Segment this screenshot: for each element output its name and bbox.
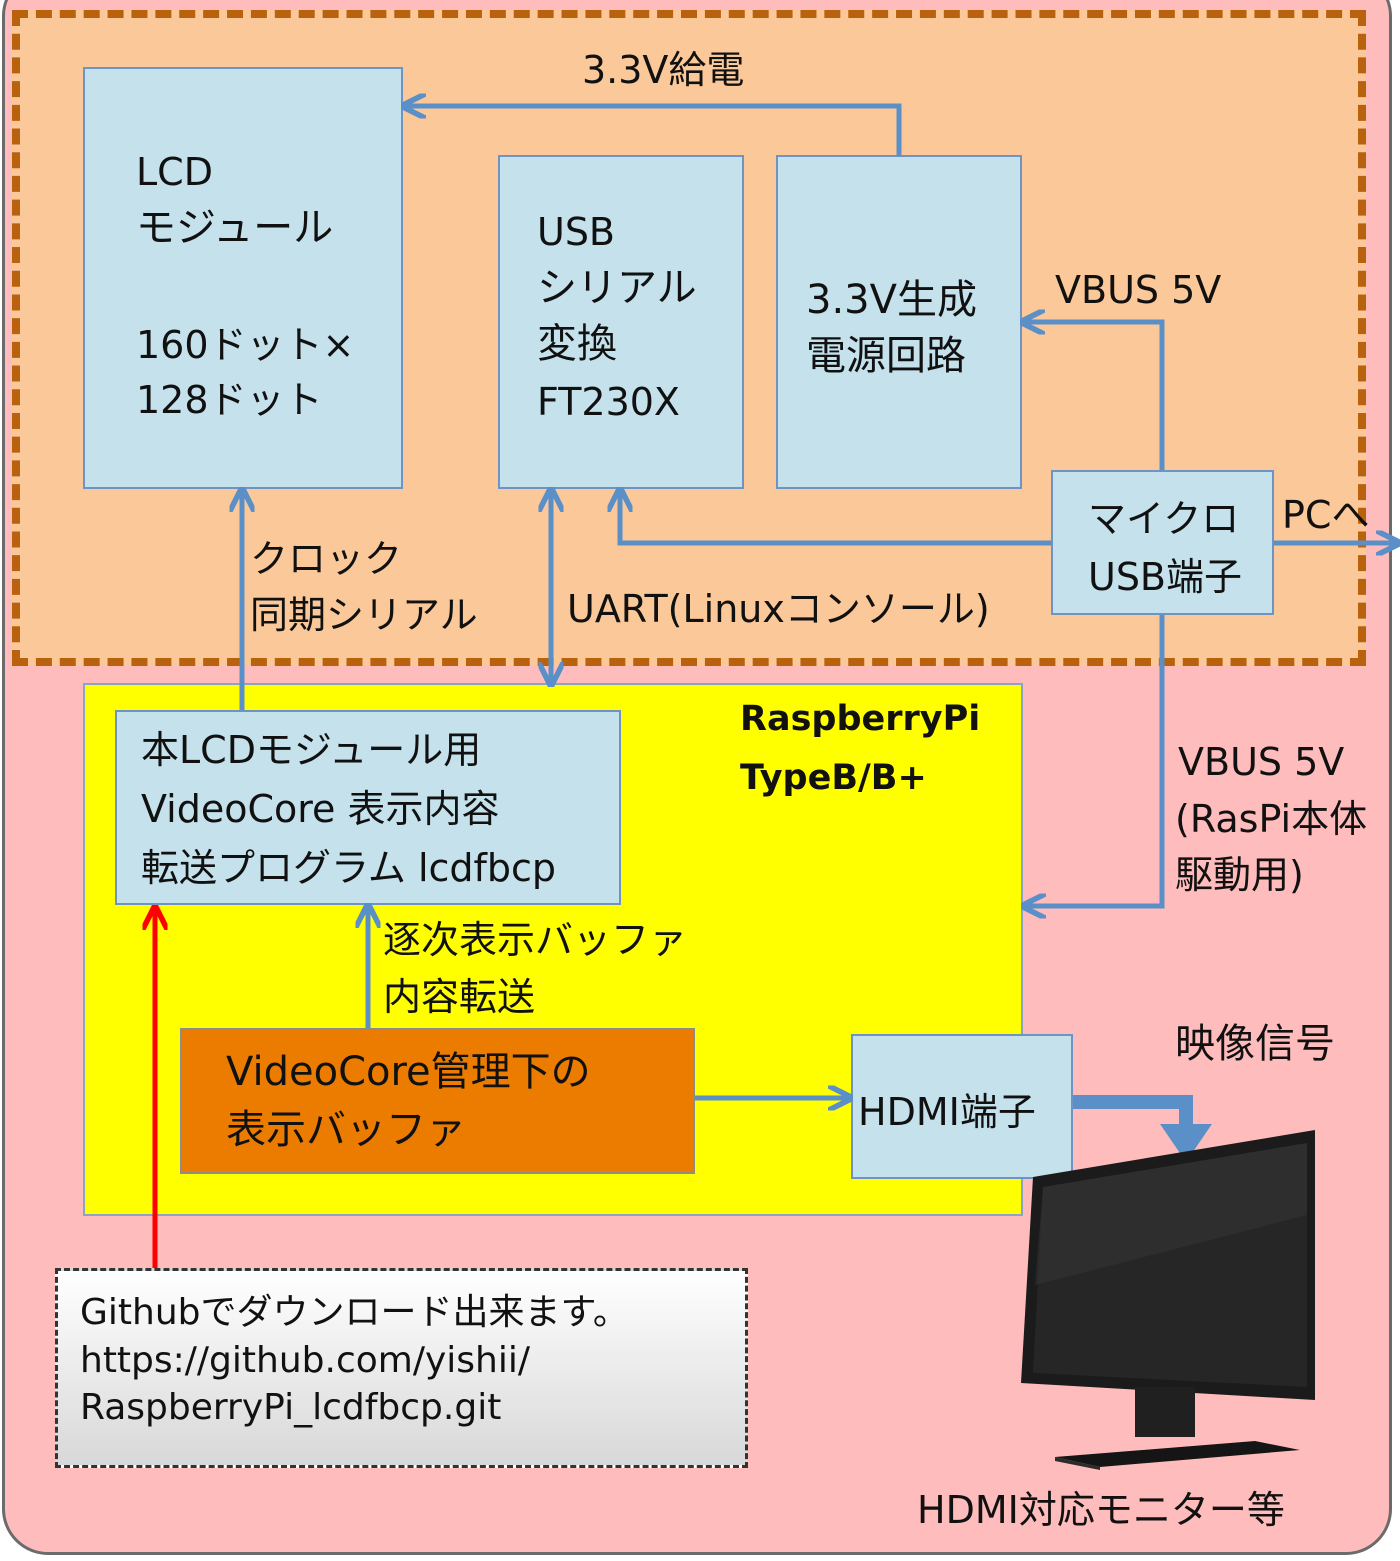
transfer-label-line2: 内容転送 (383, 975, 536, 1019)
clock-label-line2: 同期シリアル (250, 593, 478, 637)
vbus-top-arrow (1025, 322, 1165, 470)
display-buffer-line1: VideoCore管理下の (226, 1049, 591, 1095)
lcd-module-line1: LCD (136, 150, 213, 194)
uart-label: UART(Linuxコンソール) (567, 587, 990, 631)
program-line2: VideoCore 表示内容 (141, 787, 500, 831)
clock-label-line1: クロック (250, 537, 403, 581)
lcd-module-line3: 160ドット× (136, 323, 355, 367)
vbus-bottom-line1: VBUS 5V (1178, 740, 1345, 784)
github-note-line2: https://github.com/yishii/ (80, 1339, 530, 1381)
github-note-line3: RaspberryPi_lcdfbcp.git (80, 1387, 502, 1429)
program-line3: 転送プログラム lcdfbcp (141, 846, 557, 890)
monitor-label: HDMI対応モニター等 (917, 1488, 1285, 1532)
video-signal-label: 映像信号 (1175, 1021, 1335, 1067)
vbus-top-label: VBUS 5V (1055, 268, 1222, 312)
display-buffer-line2: 表示バッファ (226, 1107, 466, 1153)
program-line1: 本LCDモジュール用 (141, 728, 482, 772)
power-circuit-box (776, 155, 1022, 489)
vbus-bottom-arrow (1026, 615, 1165, 906)
raspberrypi-line2: TypeB/B+ (740, 758, 927, 798)
usb-serial-line1: USB (537, 210, 616, 254)
vbus-bottom-line3: 駆動用) (1175, 853, 1304, 897)
video-signal-arrowhead (1160, 1124, 1212, 1162)
lcd-module-line4: 128ドット (136, 378, 323, 422)
micro-usb-line2: USB端子 (1088, 555, 1243, 599)
transfer-label-line1: 逐次表示バッファ (383, 918, 688, 962)
usb-data-arrow (620, 492, 1051, 546)
lcd-module-box (83, 67, 403, 489)
usb-serial-line2: シリアル (537, 265, 697, 311)
raspberrypi-line1: RaspberryPi (740, 699, 981, 739)
usb-serial-line4: FT230X (537, 380, 680, 424)
micro-usb-box (1051, 470, 1274, 615)
hdmi-port-box (851, 1034, 1073, 1179)
display-buffer-box (180, 1028, 695, 1174)
power-circuit-line1: 3.3V生成 (806, 277, 977, 323)
power-circuit-line2: 電源回路 (806, 333, 966, 379)
usb-serial-box (498, 155, 744, 489)
to-pc-label: PCへ (1282, 493, 1370, 537)
github-note: Githubでダウンロード出来ます。 https://github.com/yi… (55, 1268, 748, 1468)
monitor-image (1021, 1130, 1315, 1470)
micro-usb-line1: マイクロ (1088, 497, 1240, 541)
power-feed-label: 3.3V給電 (582, 48, 745, 92)
power-feed-arrow (406, 106, 902, 156)
vbus-bottom-line2: (RasPi本体 (1175, 797, 1368, 841)
lcd-module-line2: モジュール (136, 205, 334, 251)
program-box (115, 710, 621, 905)
usb-serial-line3: 変換 (537, 321, 617, 367)
hdmi-port-label: HDMI端子 (858, 1090, 1036, 1134)
github-note-line1: Githubでダウンロード出来ます。 (80, 1292, 629, 1333)
